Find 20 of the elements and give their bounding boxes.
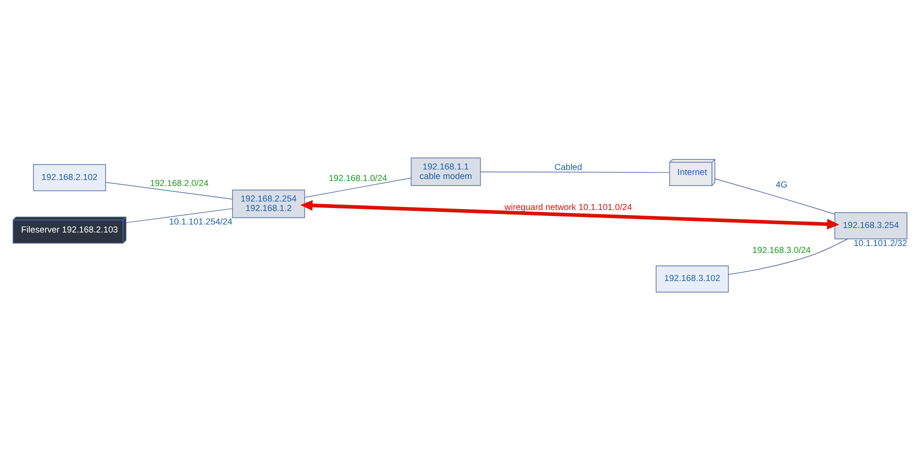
node-box: 192.168.2.254 192.168.1.2 [232, 189, 306, 218]
arrow [300, 200, 840, 229]
edge-label: 192.168.1.0/24 [328, 172, 388, 182]
connector [714, 178, 836, 214]
edge-label: 4G [776, 179, 788, 190]
node-box: 192.168.3.254 [834, 212, 908, 239]
connector [480, 171, 670, 172]
connector [126, 208, 233, 223]
edge-label: 192.168.3.0/24 [752, 244, 811, 255]
edge-label: wireguard network 10.1.101.0/24 [504, 202, 632, 212]
connector [304, 177, 412, 198]
node-box: 192.168.2.102 [33, 164, 106, 191]
edge-label: 192.168.2.0/24 [150, 178, 208, 188]
node-label: 10.1.101.2/32 [854, 237, 908, 248]
node-box: 192.168.1.1 cable modem [410, 157, 481, 186]
connector [728, 238, 848, 274]
node-label: 10.1.101.254/24 [169, 216, 232, 226]
edge-label: Cabled [554, 162, 582, 172]
node-box: 192.168.3.102 [656, 264, 729, 292]
connector [105, 181, 233, 199]
